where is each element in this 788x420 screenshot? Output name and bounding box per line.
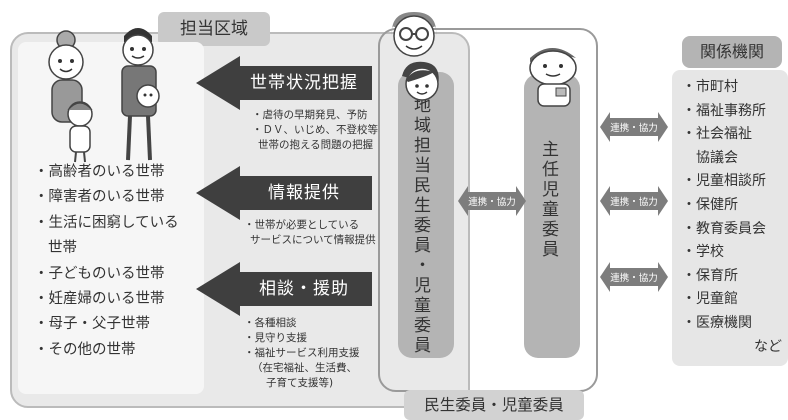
coop-label: 連携・協力 [610, 273, 658, 284]
role-desc-status: ・虐待の早期発見、予防 ・ＤＶ、いじめ、不登校等 世帯の抱える問題の把握 [252, 108, 378, 153]
role-desc-line: サービスについて情報提供 [250, 234, 376, 246]
organization-item: ・福祉事務所 [682, 102, 766, 119]
role-title-status: 世帯状況把握 [250, 73, 358, 93]
household-item: ・妊産婦のいる世帯 [34, 291, 165, 308]
organization-item: ・学校 [682, 244, 724, 261]
coop-arrow-org-3: 連携・協力 [600, 262, 668, 292]
role-arrow-status: 世帯状況把握 [196, 56, 376, 110]
role-desc-line: ・見守り支援 [244, 332, 307, 344]
coop-label: 連携・協力 [468, 197, 516, 208]
local-member-label: 地域担当民生委員・児童委員 [410, 96, 430, 356]
coop-label: 連携・協力 [610, 197, 658, 208]
role-desc-line: ・虐待の早期発見、予防 [252, 109, 368, 121]
chief-member-label: 主任児童委員 [538, 140, 558, 260]
organization-item: ・教育委員会 [682, 220, 766, 237]
organization-item: ・医療機関 [682, 314, 752, 331]
organization-item: ・社会福祉 [682, 126, 752, 143]
role-arrow-info: 情報提供 [196, 166, 376, 220]
role-desc-line: ・ＤＶ、いじめ、不登校等 [252, 124, 378, 136]
organizations-title: 関係機関 [682, 36, 782, 68]
coop-label: 連携・協力 [610, 123, 658, 134]
role-desc-line: ・福祉サービス利用支援 [244, 347, 360, 359]
organization-item: ・保育所 [682, 267, 738, 284]
household-item: ・障害者のいる世帯 [34, 189, 165, 206]
member-illustration [391, 12, 439, 101]
household-item: ・子どものいる世帯 [34, 265, 165, 282]
households-panel [18, 42, 204, 394]
role-desc-line: 子育て支援等) [266, 377, 334, 389]
households-list: ・高齢者のいる世帯・障害者のいる世帯・生活に困窮している世帯・子どものいる世帯・… [34, 160, 179, 363]
organization-item: など [754, 338, 782, 355]
coop-arrow-members: 連携・協力 [458, 186, 526, 216]
organization-item: ・児童相談所 [682, 173, 766, 190]
role-arrow-consult: 相談・援助 [196, 262, 376, 316]
organization-item: ・児童館 [682, 291, 738, 308]
household-item: ・母子・父子世帯 [34, 316, 150, 333]
role-desc-line: ・各種相談 [244, 317, 297, 329]
organization-item: ・市町村 [682, 79, 738, 95]
role-desc-info: ・世帯が必要としている サービスについて情報提供 [244, 218, 376, 248]
local-member-pill [398, 72, 454, 358]
coop-arrow-org-1: 連携・協力 [600, 112, 668, 142]
organizations-list: ・市町村・福祉事務所・社会福祉協議会・児童相談所・保健所・教育委員会・学校・保育… [682, 76, 782, 359]
role-desc-consult: ・各種相談 ・見守り支援 ・福祉サービス利用支援 （在宅福祉、生活費、 子育て支… [244, 316, 360, 391]
role-title-consult: 相談・援助 [259, 279, 349, 299]
organization-item: 協議会 [696, 149, 738, 166]
coop-arrow-org-2: 連携・協力 [600, 186, 668, 216]
role-title-info: 情報提供 [268, 183, 340, 203]
household-item: ・生活に困窮している [34, 214, 179, 231]
role-desc-line: ・世帯が必要としている [244, 219, 360, 231]
role-desc-line: 世帯の抱える問題の把握 [258, 139, 374, 151]
area-title: 担当区域 [158, 12, 270, 46]
household-item: ・高齢者のいる世帯 [34, 164, 165, 180]
role-desc-line: （在宅福祉、生活費、 [252, 362, 357, 374]
chief-member-illustration [529, 48, 577, 107]
family-illustration [48, 28, 160, 163]
household-item: ・その他の世帯 [34, 341, 136, 358]
members-title: 民生委員・児童委員 [404, 390, 584, 420]
household-item: 世帯 [48, 240, 77, 257]
organization-item: ・保健所 [682, 196, 738, 213]
chief-member-pill [524, 74, 580, 358]
organizations-panel [672, 70, 788, 366]
